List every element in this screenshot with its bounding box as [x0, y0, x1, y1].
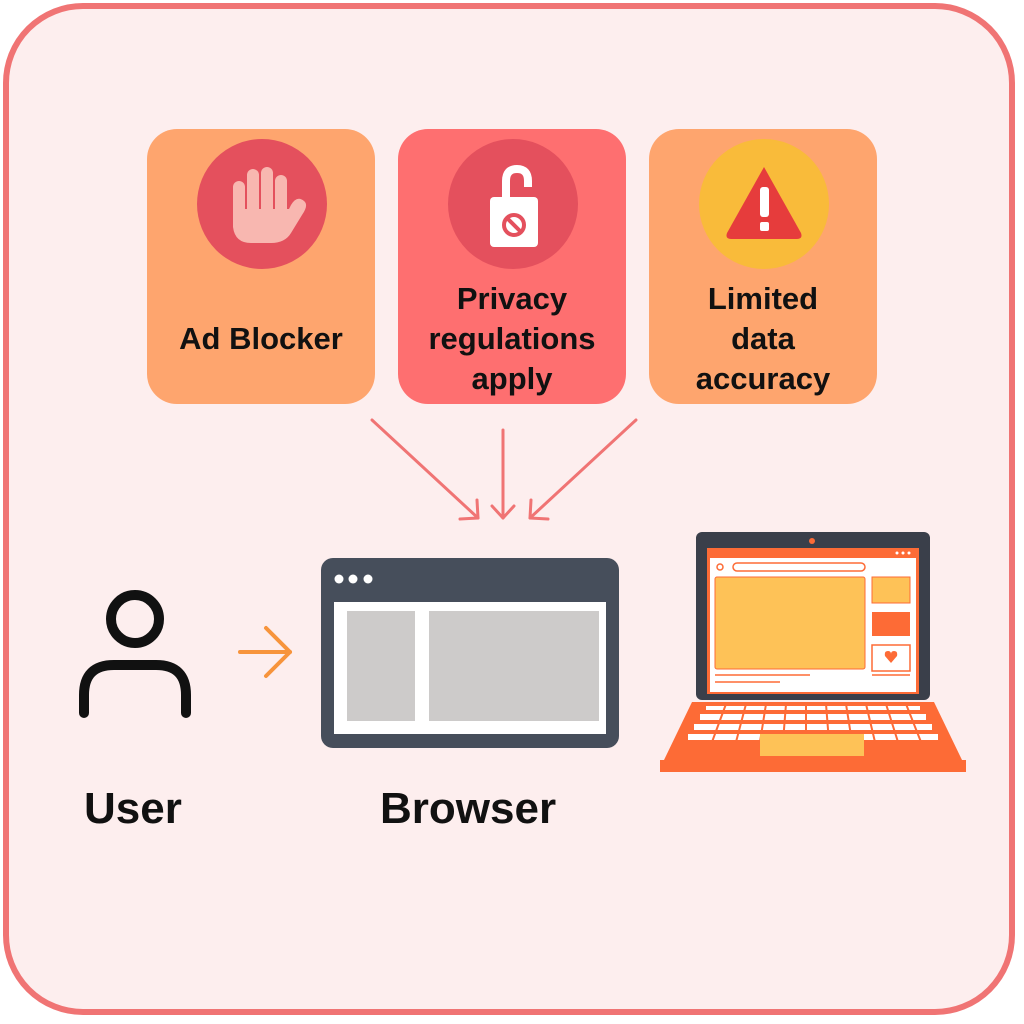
arrow-user-to-browser [238, 626, 292, 678]
browser-window-icon [321, 558, 619, 748]
laptop-icon [660, 532, 966, 772]
arrow-from-privacy [490, 428, 516, 520]
ad-blocker-label: Ad Blocker [179, 321, 343, 356]
arrow-from-limited-data [528, 418, 638, 521]
limited-data-accuracy-label: Limited data accuracy [695, 281, 831, 396]
raised-hand-icon [197, 139, 327, 269]
padlock-do-not-disturb-icon [448, 139, 578, 269]
user-icon [79, 590, 191, 718]
arrow-from-ad-blocker [370, 418, 480, 521]
ad-blocker-card: Ad Blocker [147, 129, 375, 404]
user-label: User [84, 784, 182, 833]
privacy-regulations-label: Privacy regulations apply [428, 281, 596, 396]
warning-triangle-icon [699, 139, 829, 269]
limited-data-accuracy-card: Limited data accuracy [649, 129, 877, 404]
browser-label: Browser [380, 784, 557, 833]
privacy-regulations-card: Privacy regulations apply [398, 129, 626, 404]
